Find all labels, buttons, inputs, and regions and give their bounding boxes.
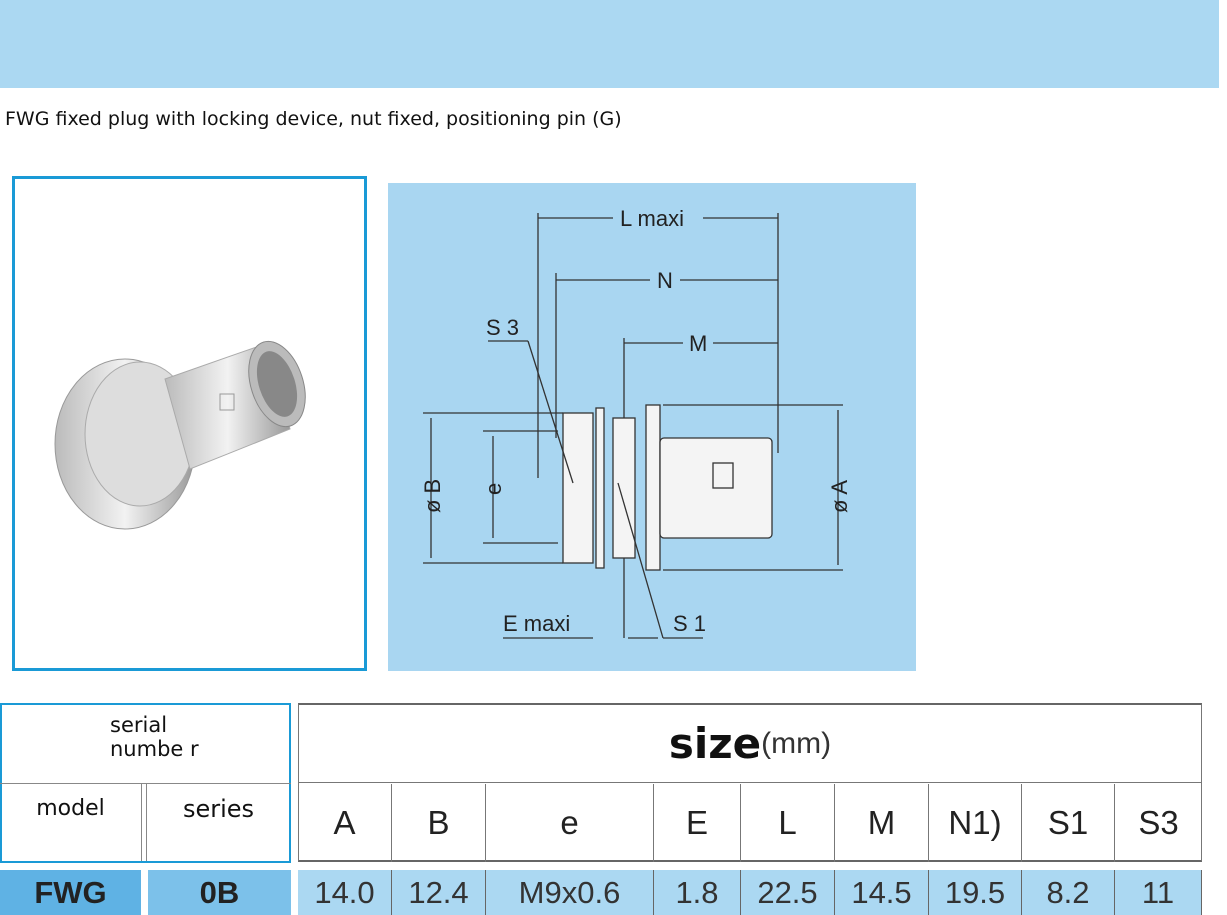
table-cell: 22.5 (741, 870, 835, 915)
column-header: M (835, 784, 929, 862)
label-l-maxi: L maxi (620, 206, 684, 231)
size-header: size (mm) (298, 705, 1202, 783)
table-cell: 12.4 (392, 870, 486, 915)
column-header: B (392, 784, 486, 862)
header-banner (0, 0, 1219, 88)
label-dia-a: ø A (827, 480, 852, 513)
table-cell: 14.0 (298, 870, 392, 915)
table-cell: 11 (1115, 870, 1202, 915)
column-header: N1) (929, 784, 1022, 862)
series-cell: 0B (148, 870, 291, 915)
divider (0, 783, 291, 784)
dimension-diagram: L maxi N M S 3 S 1 E maxi ø B e ø A (388, 183, 916, 671)
label-e-maxi: E maxi (503, 611, 570, 636)
label-dia-b: ø B (420, 479, 445, 513)
product-photo (12, 176, 367, 671)
model-cell: FWG (0, 870, 141, 915)
column-header: S3 (1138, 804, 1179, 841)
label-n: N (657, 268, 673, 293)
table-cell: M9x0.6 (486, 870, 654, 915)
column-header: S1 (1022, 784, 1115, 862)
label-s1: S 1 (673, 611, 706, 636)
column-header: L (741, 784, 835, 862)
divider (141, 783, 147, 861)
size-label: size (668, 719, 762, 768)
label-s3: S 3 (486, 315, 519, 340)
series-label: series (182, 795, 255, 823)
table-cell: 14.5 (835, 870, 929, 915)
page-title: FWG fixed plug with locking device, nut … (5, 108, 622, 130)
column-header: A (298, 784, 392, 862)
column-header: e (486, 784, 654, 862)
table-cell: 8.2 (1022, 870, 1115, 915)
column-header: E (654, 784, 741, 862)
table-cell: 1.8 (654, 870, 741, 915)
serial-number-label: serial numbe r (110, 713, 199, 761)
label-e: e (481, 483, 506, 495)
model-label: model (36, 795, 105, 821)
table-cell: 19.5 (929, 870, 1022, 915)
size-unit: (mm) (761, 726, 832, 760)
label-m: M (689, 331, 707, 356)
